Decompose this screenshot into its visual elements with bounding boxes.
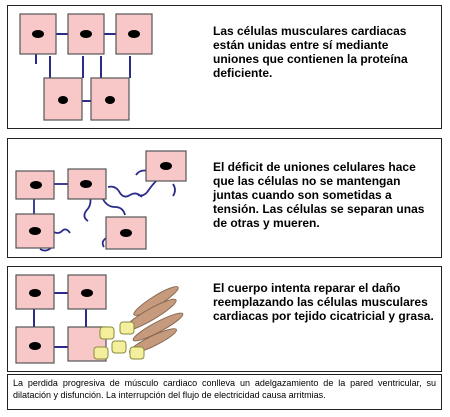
diagram-scar-and-fat <box>15 274 184 364</box>
diagram-separating-cells <box>15 150 187 252</box>
panel-3-text: El cuerpo intenta reparar el daño reempl… <box>213 281 434 323</box>
diagram-connected-cells <box>19 13 153 121</box>
panel-scar-and-fat: El cuerpo intenta reparar el daño reempl… <box>7 266 442 372</box>
caption-text: La perdida progresiva de músculo cardiac… <box>7 374 442 410</box>
panel-2-text: El déficit de uniones celulares hace que… <box>213 160 425 230</box>
panel-1-text: Las células musculares cardiacas están u… <box>213 24 408 80</box>
panel-intact-cells: Las células musculares cardiacas están u… <box>7 5 442 129</box>
panel-separating-cells: El déficit de uniones celulares hace que… <box>7 138 442 258</box>
